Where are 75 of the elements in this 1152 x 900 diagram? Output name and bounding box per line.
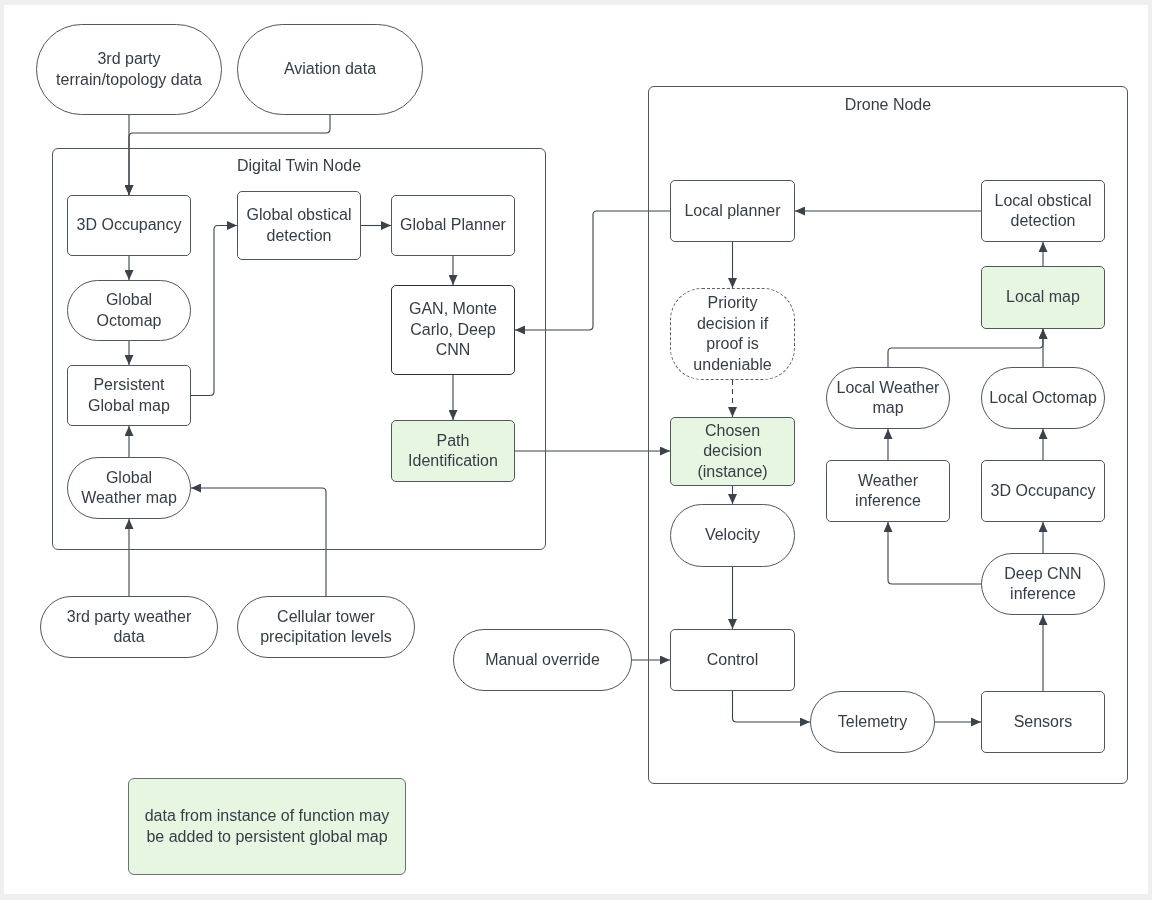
- node-label: Path Identification: [407, 430, 499, 471]
- node-label: Local obstical detection: [993, 190, 1093, 231]
- node-label: Local planner: [684, 200, 781, 221]
- node-label: Local map: [1006, 287, 1080, 308]
- arrow: [934, 717, 982, 727]
- arrow: [360, 221, 392, 230]
- arrow: [728, 241, 737, 289]
- node-label: GAN, Monte Carlo, Deep CNN: [408, 299, 498, 361]
- arrow: [124, 340, 134, 366]
- node-container: [52, 148, 546, 550]
- process-box: [67, 195, 191, 256]
- arrow: [448, 255, 458, 286]
- dashed-rounded-box: [670, 288, 795, 380]
- node-label: data from instance of function may be added to persistent global map: [143, 806, 391, 847]
- arrow: [1038, 328, 1048, 368]
- node-label: Deep CNN inference: [1003, 563, 1083, 604]
- dashed-arrow: [728, 379, 737, 418]
- node-container: [648, 86, 1128, 784]
- process-box: [981, 180, 1105, 242]
- arrow: [124, 518, 134, 597]
- node-label: Global Planner: [400, 215, 506, 236]
- arrow: [124, 255, 134, 281]
- node-label: Local Weather map: [835, 377, 941, 418]
- arrow: [448, 374, 458, 421]
- node-label: Priority decision if proof is undeniable: [692, 293, 773, 375]
- arrow: [124, 425, 134, 458]
- note-box: [128, 778, 406, 875]
- process-box: [981, 460, 1105, 522]
- node-label: Local Octomap: [989, 387, 1097, 408]
- process-box: [391, 420, 515, 482]
- node-label: Persistent Global map: [87, 375, 171, 416]
- node-label: Control: [706, 649, 759, 670]
- node-label: Weather inference: [854, 470, 922, 511]
- arrow: [514, 446, 671, 456]
- arrow: [731, 690, 811, 727]
- arrow: [1038, 521, 1048, 554]
- arrow: [883, 521, 982, 585]
- arrow: [190, 483, 327, 597]
- arrow: [1038, 614, 1048, 692]
- node-label: Chosen decision (instance): [696, 420, 769, 482]
- arrow: [728, 485, 737, 505]
- arrow: [1038, 428, 1048, 461]
- group-title: Drone Node: [844, 95, 932, 115]
- process-box: [237, 191, 361, 260]
- group-title: Digital Twin Node: [236, 156, 362, 176]
- process-box: [670, 180, 795, 242]
- node-label: Global Octomap: [95, 290, 163, 331]
- process-box: [391, 285, 515, 375]
- process-box: [981, 691, 1105, 753]
- node-label: 3D Occupancy: [990, 480, 1096, 501]
- process-box: [670, 629, 795, 691]
- arrow: [631, 655, 671, 665]
- node-label: Sensors: [1013, 711, 1073, 732]
- process-box: [981, 266, 1105, 329]
- node-label: Manual override: [485, 649, 600, 670]
- process-box: [67, 365, 191, 426]
- node-label: Global Weather map: [80, 467, 178, 508]
- node-label: 3rd party terrain/topology data: [55, 49, 203, 90]
- process-box: [826, 460, 950, 522]
- arrow: [883, 428, 893, 461]
- node-label: Telemetry: [837, 711, 908, 732]
- arrow: [124, 114, 331, 196]
- arrow: [1038, 241, 1048, 267]
- arrow: [190, 221, 238, 397]
- node-label: Cellular tower precipitation levels: [259, 606, 393, 647]
- arrow: [794, 206, 982, 216]
- arrow: [514, 210, 671, 335]
- node-label: Velocity: [704, 525, 761, 546]
- node-label: 3D Occupancy: [76, 215, 182, 236]
- node-label: Aviation data: [283, 59, 377, 80]
- node-label: Global obstical detection: [245, 205, 353, 246]
- process-box: [391, 195, 515, 256]
- node-label: 3rd party weather data: [65, 606, 193, 647]
- arrow: [728, 566, 737, 630]
- process-box: [670, 417, 795, 486]
